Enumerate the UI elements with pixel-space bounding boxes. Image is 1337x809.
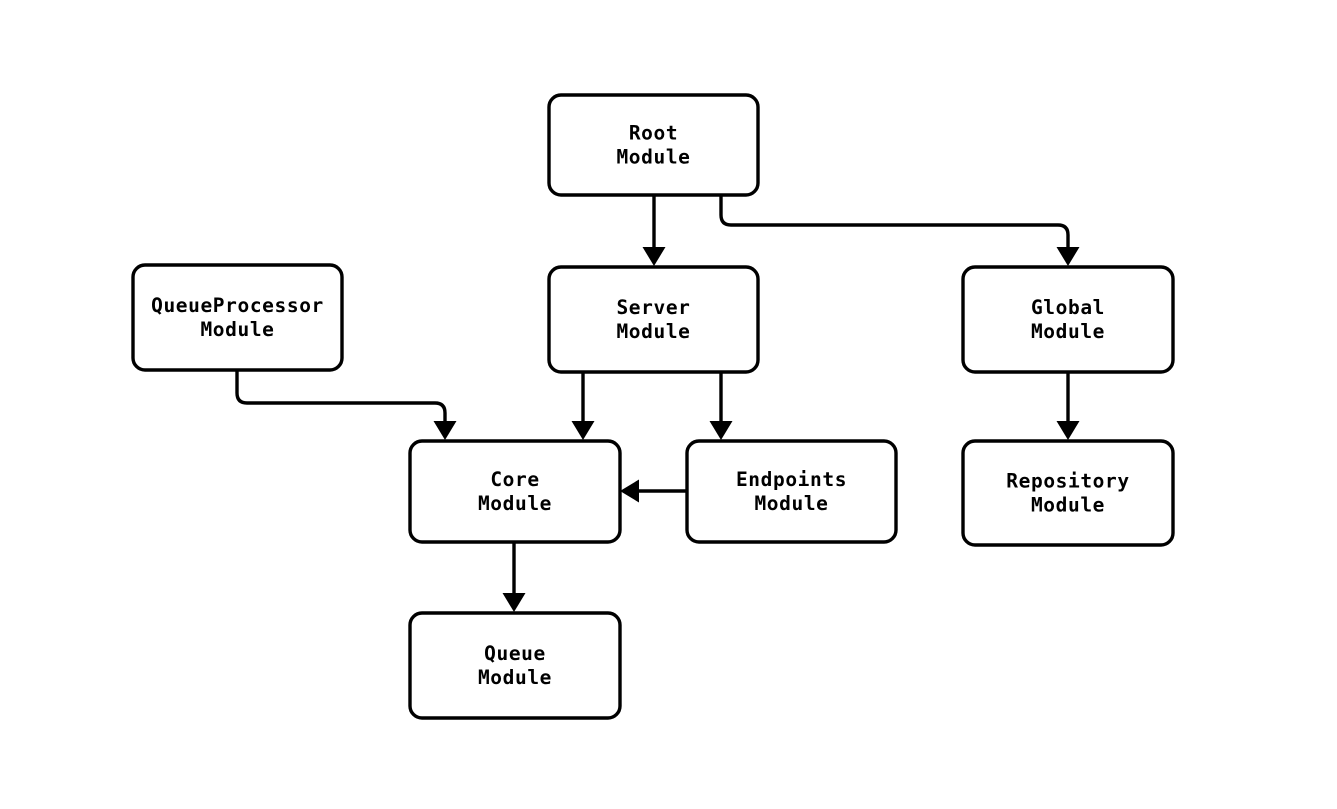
edge-root-to-server-arrowhead xyxy=(642,247,666,266)
server-module-node-box[interactable] xyxy=(547,265,760,374)
edge-queueprocessor-to-core xyxy=(235,370,457,440)
edge-server-to-endpoints-arrowhead xyxy=(709,421,733,440)
edges-layer xyxy=(235,195,1080,612)
core-module-node-label-line2: Module xyxy=(478,492,552,515)
edge-global-to-repository xyxy=(1056,372,1080,440)
queueprocessor-module-node-box[interactable] xyxy=(131,263,344,372)
edge-root-to-global-line xyxy=(719,195,1070,247)
repository-module-node-label-line2: Module xyxy=(1031,494,1105,517)
queueprocessor-module-node-label-line2: Module xyxy=(200,318,274,341)
edge-core-to-queue-arrowhead xyxy=(502,593,526,612)
global-module-node-box[interactable] xyxy=(961,265,1175,374)
global-module-node-label-line2: Module xyxy=(1031,320,1105,343)
edge-root-to-global xyxy=(719,195,1080,266)
edge-queueprocessor-to-core-line xyxy=(235,370,447,421)
edge-root-to-server xyxy=(642,195,666,266)
root-module-node-label-line2: Module xyxy=(616,146,690,169)
edge-server-to-endpoints xyxy=(709,372,733,440)
repository-module-node-box[interactable] xyxy=(961,439,1175,547)
edge-root-to-global-arrowhead xyxy=(1056,247,1080,266)
nodes-layer: RootModuleQueueProcessorModuleServerModu… xyxy=(131,93,1175,720)
core-module-node-label-line1: Core xyxy=(490,468,539,491)
root-module-node-box[interactable] xyxy=(547,93,760,197)
edge-core-to-queue xyxy=(502,542,526,612)
core-module-node-box[interactable] xyxy=(408,439,622,544)
edge-global-to-repository-arrowhead xyxy=(1056,421,1080,440)
edge-server-to-core xyxy=(571,372,595,440)
root-module-node-label-line1: Root xyxy=(629,122,678,145)
edge-server-to-core-arrowhead xyxy=(571,421,595,440)
queue-module-node-box[interactable] xyxy=(408,611,622,720)
edge-queueprocessor-to-core-arrowhead xyxy=(433,421,457,440)
queueprocessor-module-node-label-line1: QueueProcessor xyxy=(151,294,324,317)
global-module-node-label-line1: Global xyxy=(1031,296,1105,319)
endpoints-module-node-label-line2: Module xyxy=(754,492,828,515)
edge-endpoints-to-core-arrowhead xyxy=(620,479,639,503)
endpoints-module-node-label-line1: Endpoints xyxy=(736,468,847,491)
edge-endpoints-to-core xyxy=(620,479,687,503)
endpoints-module-node-box[interactable] xyxy=(685,439,898,544)
server-module-node-label-line1: Server xyxy=(616,296,690,319)
repository-module-node-label-line1: Repository xyxy=(1006,470,1129,493)
queue-module-node-label-line1: Queue xyxy=(484,642,546,665)
server-module-node-label-line2: Module xyxy=(616,320,690,343)
queue-module-node-label-line2: Module xyxy=(478,666,552,689)
